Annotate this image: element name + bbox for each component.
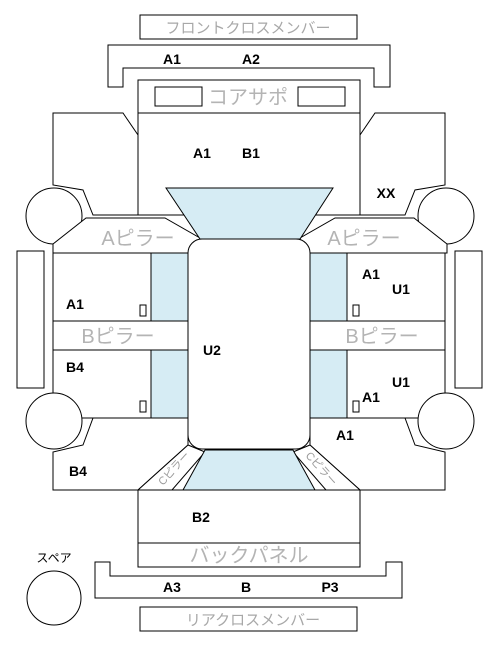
a-pillar-right-label: Aピラー xyxy=(327,228,400,250)
b-pillar-right-band xyxy=(309,320,446,351)
front-right-door-top-grade: A1 xyxy=(362,266,380,282)
front-right-fender xyxy=(359,112,446,216)
spare-label: スペア xyxy=(36,551,71,565)
trunk-grade: B2 xyxy=(192,509,210,525)
front-right-door-handle xyxy=(352,304,360,317)
front-right-door xyxy=(346,252,446,322)
headlight-right xyxy=(297,86,346,107)
front-left-door-grade: A1 xyxy=(66,296,84,312)
rear-cross-grade-left: A3 xyxy=(163,579,181,595)
rear-left-quarter xyxy=(52,417,189,491)
spare-tire xyxy=(26,570,82,626)
side-glass-right-front xyxy=(309,252,348,322)
headlight-left xyxy=(154,86,203,107)
rear-right-wheel xyxy=(417,392,475,450)
roof-grade: U2 xyxy=(203,342,221,358)
b-pillar-right-label: Bピラー xyxy=(345,326,418,348)
rear-cross-member-box xyxy=(139,606,358,632)
rear-window xyxy=(182,449,316,491)
windshield xyxy=(165,187,334,240)
front-cross-member-box xyxy=(139,14,358,40)
rear-right-quarter-grade: A1 xyxy=(336,427,354,443)
front-left-fender xyxy=(52,112,139,216)
back-panel-box xyxy=(137,542,361,568)
side-glass-left-front xyxy=(150,252,189,322)
front-right-fender-grade: XX xyxy=(377,185,396,201)
rear-left-wheel xyxy=(25,392,83,450)
back-panel-label: バックパネル xyxy=(190,544,309,567)
rear-right-door-grade: U1 xyxy=(392,374,410,390)
front-cross-grade-right: A2 xyxy=(242,51,260,67)
a-pillar-left-label: Aピラー xyxy=(101,228,174,250)
front-cross-member-label: フロントクロスメンバー xyxy=(165,20,330,37)
rear-bumper-outline xyxy=(94,561,403,599)
hood-grade-right: B1 xyxy=(242,145,260,161)
hood-grade-left: A1 xyxy=(193,145,211,161)
front-left-door xyxy=(52,252,152,322)
rear-cross-grade-center: B xyxy=(241,579,251,595)
left-side-sill xyxy=(16,250,45,389)
core-support-label: コアサポ xyxy=(208,86,288,109)
rear-cross-grade-right: P3 xyxy=(321,579,338,595)
right-side-sill xyxy=(454,250,483,389)
side-glass-right-rear xyxy=(309,349,348,419)
rear-cross-member-label: リアクロスメンバー xyxy=(186,612,320,629)
side-glass-left-rear xyxy=(150,349,189,419)
rear-right-door-bottom-grade: A1 xyxy=(362,389,380,405)
rear-left-door-handle xyxy=(139,400,147,413)
front-left-door-handle xyxy=(139,304,147,317)
front-cross-grade-left: A1 xyxy=(163,51,181,67)
trunk-panel xyxy=(137,489,361,544)
front-right-door-grade: U1 xyxy=(392,281,410,297)
rear-left-door-grade: B4 xyxy=(66,359,84,375)
front-bumper-outline xyxy=(107,44,391,88)
rear-left-quarter-grade: B4 xyxy=(69,463,87,479)
b-pillar-left-label: Bピラー xyxy=(81,326,154,348)
rear-right-door-handle xyxy=(352,400,360,413)
